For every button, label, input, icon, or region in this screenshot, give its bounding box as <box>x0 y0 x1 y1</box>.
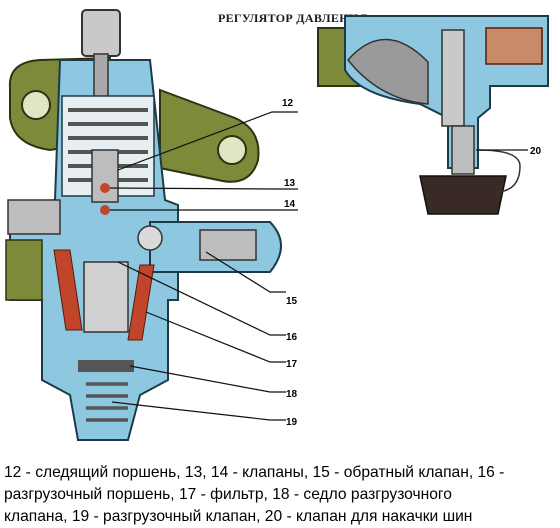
leader-12 <box>117 111 298 171</box>
pressure-regulator-diagram: РЕГУЛЯТОР ДАВЛЕНИЯ 12 13 14 15 16 17 18 … <box>5 9 549 441</box>
left-thread <box>5 239 43 301</box>
valve-spring <box>485 27 543 65</box>
callout-16: 16 <box>286 332 298 343</box>
check-valve-spring <box>199 229 257 261</box>
leader-18 <box>129 365 286 393</box>
rubber-boot <box>419 175 507 215</box>
boot-wire <box>477 149 521 193</box>
leader-lines <box>109 111 528 421</box>
caption-line-2: разгрузочный поршень, 17 - фильтр, 18 - … <box>4 486 452 503</box>
valve-14 <box>100 205 110 215</box>
leader-16 <box>117 261 286 336</box>
callout-13: 13 <box>284 178 296 189</box>
callout-18: 18 <box>286 389 298 400</box>
inflation-valve-illustration <box>317 15 549 215</box>
caption-line-3: клапана, 19 - разгрузочный клапан, 20 - … <box>4 508 473 525</box>
filter-left <box>53 249 83 331</box>
filter-right <box>127 264 155 341</box>
diaphragm-dome <box>347 38 429 105</box>
callout-14: 14 <box>284 199 296 210</box>
legend-caption: 12 - следящий поршень, 13, 14 - клапаны,… <box>4 462 556 528</box>
leader-15 <box>205 251 286 293</box>
callout-12: 12 <box>282 98 294 109</box>
inflation-nozzle <box>451 125 475 175</box>
callout-labels: 12 13 14 15 16 17 18 19 20 <box>282 98 542 428</box>
callout-15: 15 <box>286 296 298 307</box>
lower-spring <box>86 382 128 422</box>
inlet-port <box>7 199 61 235</box>
leader-17 <box>145 311 286 363</box>
valve-13 <box>100 183 110 193</box>
caption-line-1: 12 - следящий поршень, 13, 14 - клапаны,… <box>4 464 505 481</box>
adjusting-nut <box>81 9 121 57</box>
main-regulator-illustration <box>5 9 282 441</box>
check-valve-ball <box>137 225 163 251</box>
leader-19 <box>111 401 286 421</box>
unloading-piston <box>83 261 129 333</box>
callout-19: 19 <box>286 417 298 428</box>
valve-stem <box>441 29 465 127</box>
callout-17: 17 <box>286 359 298 370</box>
adjusting-screw <box>93 53 109 99</box>
callout-20: 20 <box>530 146 542 157</box>
tracking-piston <box>91 149 119 203</box>
bracket-hole-left <box>21 90 51 120</box>
valve-seat <box>78 360 134 372</box>
bracket-hole-right <box>217 135 247 165</box>
leader-13 <box>109 187 298 190</box>
diagram-title: РЕГУЛЯТОР ДАВЛЕНИЯ <box>218 11 367 25</box>
